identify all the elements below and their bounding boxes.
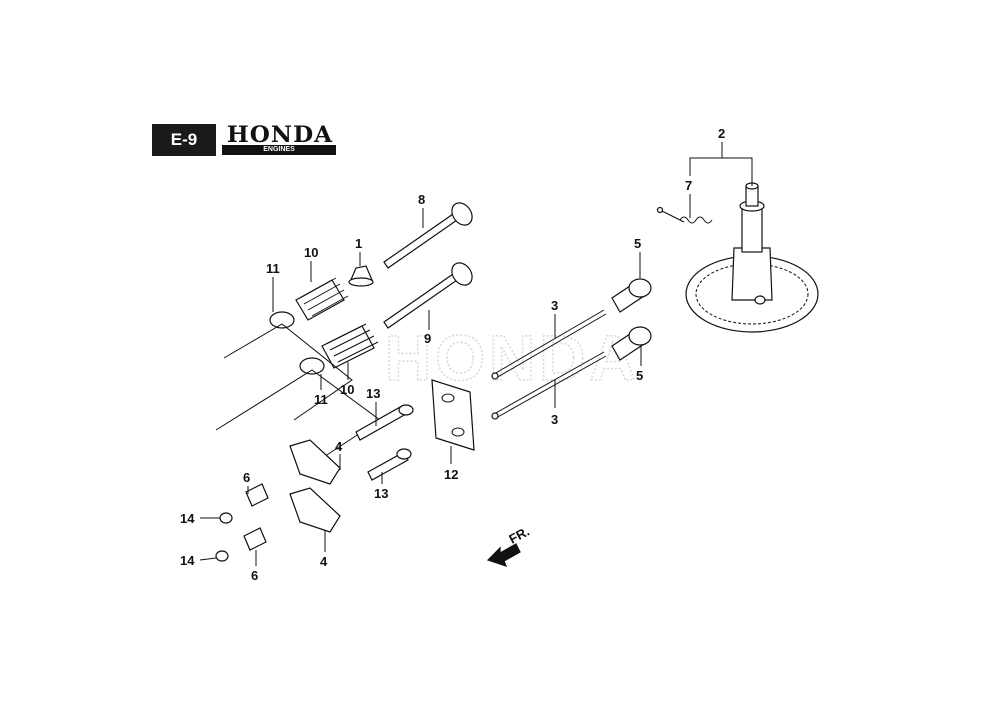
rocker-arm-upper: [289, 439, 341, 485]
brand-name: HONDA: [226, 122, 334, 148]
section-code: E-9: [170, 130, 198, 149]
callout-2: 2: [718, 126, 725, 141]
callout-13a: 13: [366, 386, 380, 401]
retainer-lower: [299, 357, 325, 375]
callout-3b: 3: [551, 412, 558, 427]
callout-1: 1: [355, 236, 362, 251]
retainer-upper: [269, 311, 295, 329]
brand-sub: ENGINES: [222, 145, 336, 155]
valve-spring-upper: [295, 277, 349, 321]
push-rod-lower: [491, 351, 607, 420]
tappet-lower: [611, 326, 652, 361]
push-rod-upper: [491, 309, 607, 380]
callout-5b: 5: [636, 368, 643, 383]
fr-label: FR.: [506, 524, 532, 547]
callout-14a: 14: [180, 511, 195, 526]
section-code-badge: E-9: [152, 124, 216, 156]
nut-lower: [215, 550, 229, 562]
callout-10b: 10: [340, 382, 354, 397]
camshaft-gear: [685, 182, 819, 333]
callout-4b: 4: [320, 554, 328, 569]
honda-watermark: HONDA: [385, 322, 640, 394]
pivot-bolt-lower: [367, 448, 412, 481]
nut-upper: [219, 512, 233, 524]
push-rod-guide-plate: [431, 379, 475, 451]
collar-upper: [245, 483, 269, 507]
callout-8: 8: [418, 192, 425, 207]
callout-6b: 6: [251, 568, 258, 583]
callout-14b: 14: [180, 553, 195, 568]
front-direction-arrow: FR.: [486, 524, 532, 567]
rocker-arm-lower: [289, 487, 341, 533]
pivot-bolt-upper: [355, 404, 414, 441]
callout-labels: 1 2 3 3 4 4 5 5 6 6 7 8 9 10 10 11 11 12: [180, 126, 753, 583]
tappet-upper: [611, 278, 652, 313]
stem-seal: [348, 265, 374, 287]
intake-valve: [383, 262, 473, 329]
callout-7: 7: [685, 178, 692, 193]
callout-13b: 13: [374, 486, 388, 501]
valve-spring-lower: [321, 323, 379, 369]
exhaust-valve: [383, 202, 473, 269]
callout-12: 12: [444, 467, 458, 482]
honda-engines-logo: HONDA ENGINES: [222, 122, 338, 156]
callout-9: 9: [424, 331, 431, 346]
callout-11b: 11: [314, 392, 328, 407]
callout-6a: 6: [243, 470, 250, 485]
callout-3a: 3: [551, 298, 558, 313]
callout-10a: 10: [304, 245, 318, 260]
collar-lower: [243, 527, 267, 551]
callout-11a: 11: [266, 261, 280, 276]
weight-spring: [656, 206, 713, 224]
callout-5a: 5: [634, 236, 641, 251]
callout-4a: 4: [335, 439, 343, 454]
